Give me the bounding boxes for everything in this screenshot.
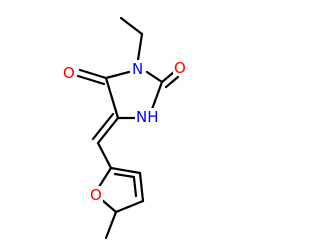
bond-methyl [104, 210, 118, 240]
atom-o-furan-label: O [90, 186, 102, 204]
atom-o-left-label: O [63, 64, 75, 82]
bond-ethyl-ch3 [119, 16, 144, 36]
bond-c2-o-a [160, 70, 176, 84]
bond-ethyl-ch2 [136, 32, 144, 62]
bond-c2-o-b [164, 75, 180, 89]
atom-nh: NH [135, 108, 159, 126]
bond-furan-c2-c3-inner [113, 172, 136, 179]
bond-n3-c4 [104, 70, 131, 80]
molecule-structure: O N O NH O [62, 16, 187, 240]
bond-exo-a [96, 116, 120, 145]
atom-n-top: N [130, 60, 146, 78]
bond-ch-furan [96, 141, 113, 170]
bond-exo-b [91, 112, 115, 141]
bond-c4-c5 [104, 76, 120, 120]
bond-c2-n1 [149, 80, 164, 114]
atom-o-left: O [62, 64, 76, 82]
bond-c4-o-b [76, 74, 106, 86]
bond-furan-c4-c5 [114, 199, 145, 214]
bond-furan-c3-c4-inner [132, 176, 138, 198]
bond-furan-c5-o [100, 198, 118, 214]
atom-nh-label: NH [136, 108, 159, 126]
atom-o-right-label: O [174, 59, 186, 77]
atom-o-furan: O [89, 186, 103, 204]
bond-furan-c2-c3 [109, 166, 142, 175]
bond-c4-o-a [78, 68, 108, 80]
bond-n3-c2 [145, 70, 164, 84]
atom-o-right: O [173, 59, 187, 77]
bond-furan-c3-c4 [138, 171, 145, 203]
atom-n-top-label: N [132, 60, 143, 78]
